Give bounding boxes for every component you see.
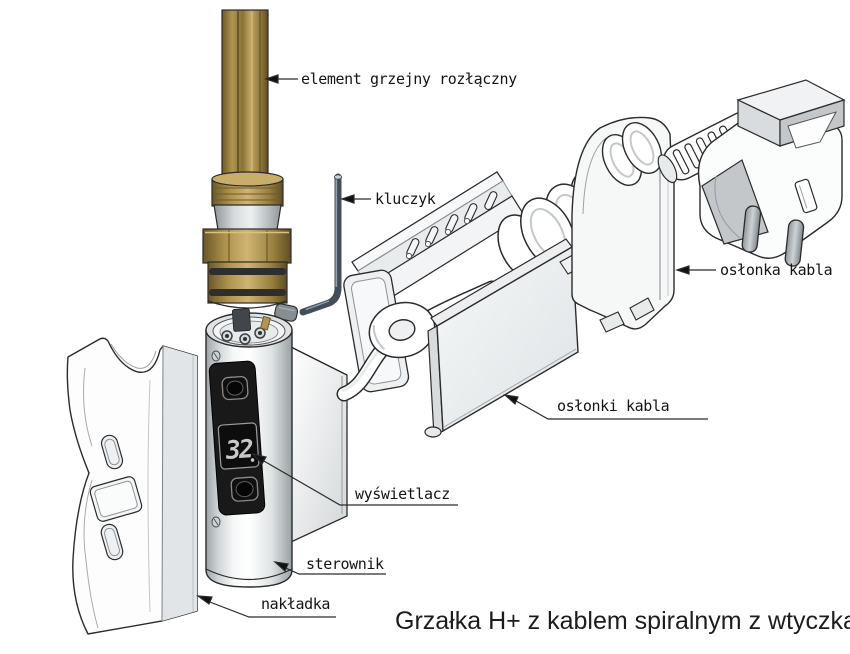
clip-prongs (406, 191, 498, 258)
plug-graphic (657, 79, 846, 267)
display-graphic: 32 (208, 360, 266, 516)
label-cap: nakładka (261, 595, 331, 613)
diagram-caption: Grzałka H+ z kablem spiralnym z wtyczką (395, 607, 850, 635)
heating-element-graphic (202, 9, 292, 309)
label-controller: sterownik (306, 555, 384, 573)
cable-cover-front-graphic (424, 238, 579, 438)
allen-key-graphic (299, 173, 342, 316)
label-key: kluczyk (375, 190, 436, 208)
cable-cover-right-graphic (559, 116, 675, 333)
label-cable-cover: osłonka kabla (720, 261, 833, 279)
cover-cap-graphic (66, 337, 198, 635)
label-display: wyświetlacz (355, 485, 450, 503)
label-heating-element: element grzejny rozłączny (301, 70, 517, 88)
leader-lines (195, 74, 716, 618)
label-cable-covers: osłonki kabla (557, 397, 670, 415)
display-value: 32 (224, 434, 254, 465)
